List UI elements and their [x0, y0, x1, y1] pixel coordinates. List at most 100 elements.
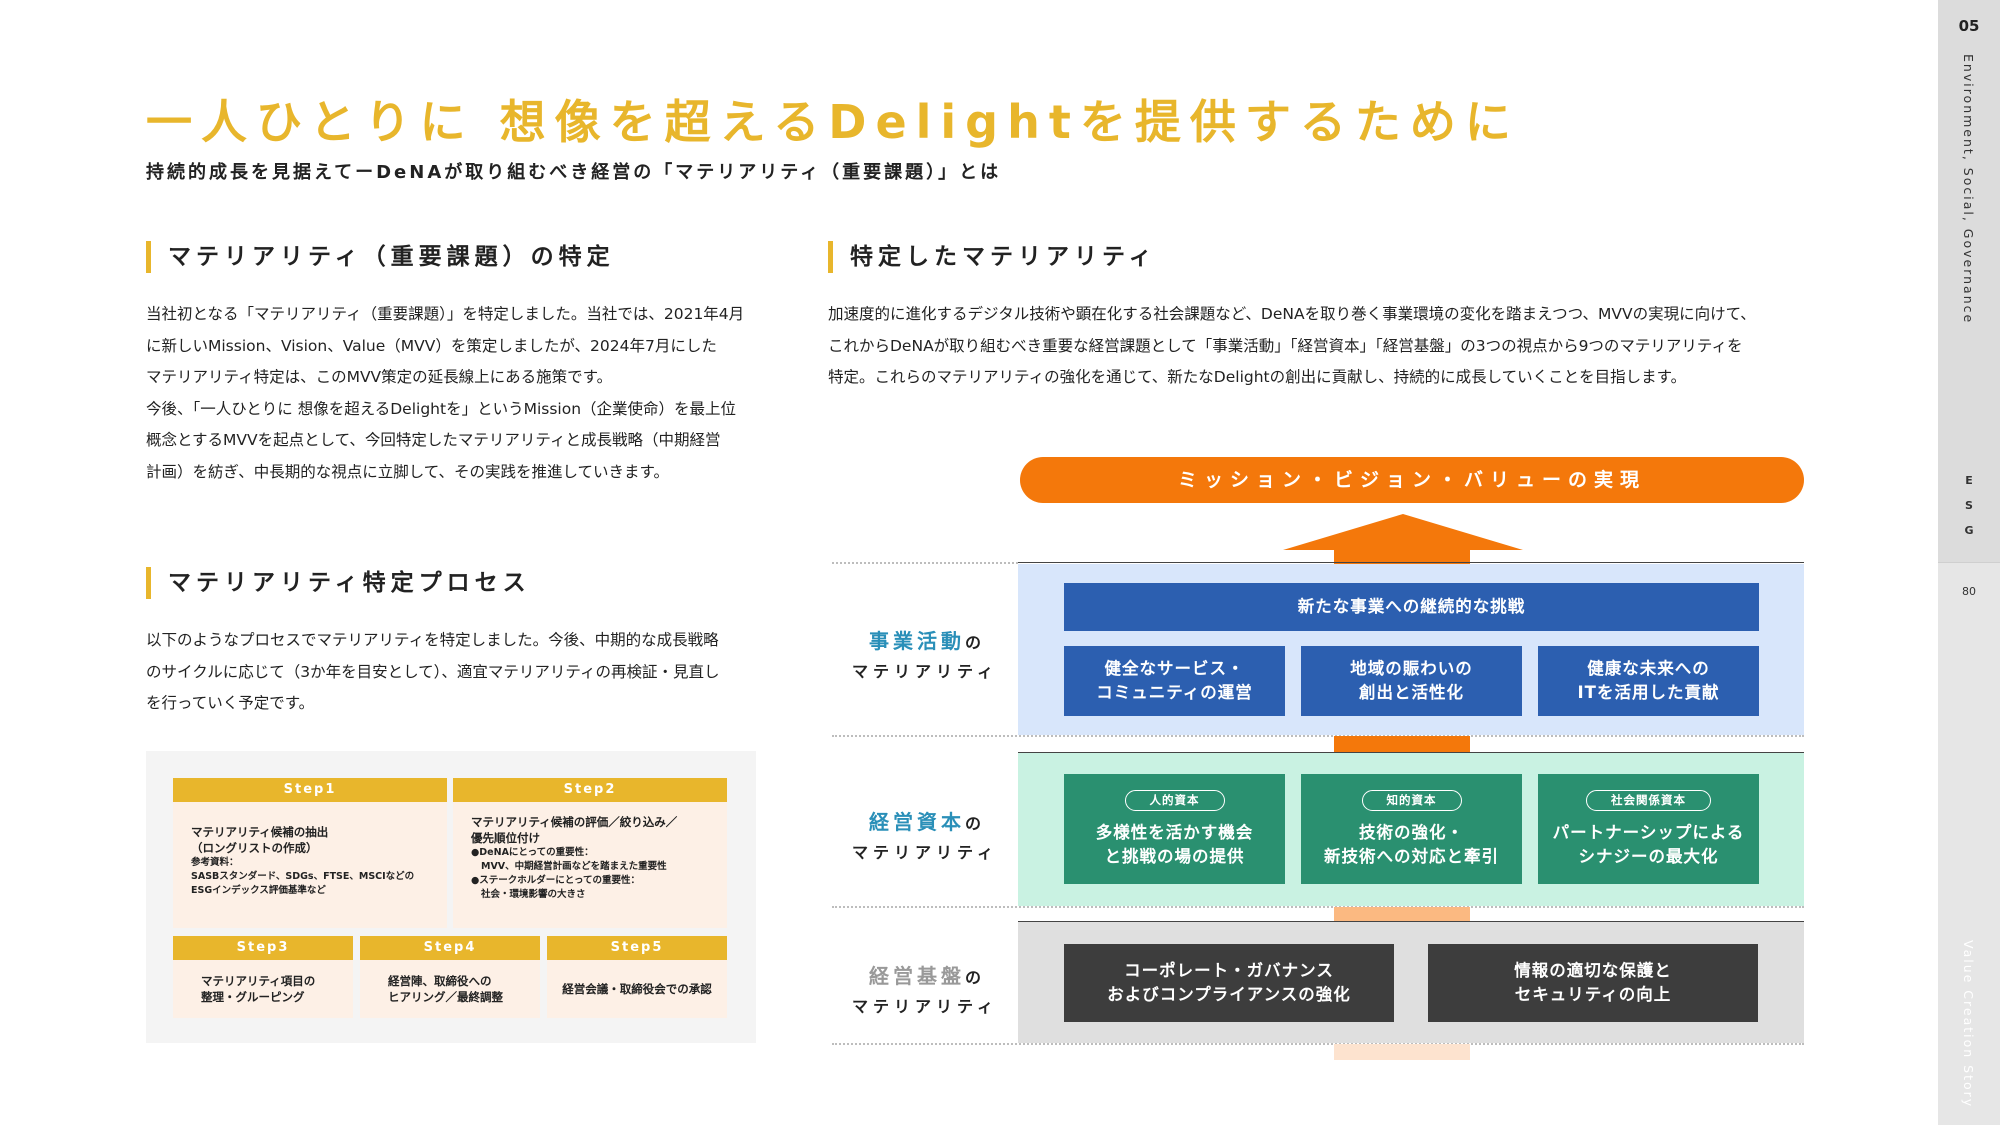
band-label-main: 経営資本 [868, 810, 965, 834]
business-box-3: 健康な未来への ITを活用した貢献 [1538, 646, 1759, 716]
connector-orange [1334, 736, 1470, 752]
capital-box-intellectual: 知的資本 技術の強化・ 新技術への対応と牽引 [1301, 774, 1522, 884]
box-text: パートナーシップによる [1552, 822, 1745, 842]
divider-line [832, 1043, 1804, 1045]
paragraph-line: 特定。これらのマテリアリティの強化を通じて、新たなDelightの創出に貢献し、… [828, 368, 1687, 386]
divider-line [832, 735, 1804, 737]
divider-line [1018, 921, 1804, 922]
capital-tag: 人的資本 [1124, 789, 1225, 811]
step-ref-label: 参考資料： [191, 857, 239, 868]
divider-line [1018, 752, 1804, 753]
sidebar-divider [1938, 562, 2000, 563]
step-label: Step4 [360, 936, 540, 960]
business-box-1: 健全なサービス・ コミュニティの運営 [1064, 646, 1285, 716]
mission-vision-value-bar: ミッション・ビジョン・バリューの実現 [1020, 457, 1804, 503]
step-text: マテリアリティ項目の [201, 974, 316, 988]
paragraph-line: 概念とするMVVを起点として、今回特定したマテリアリティと成長戦略（中期経営 [146, 431, 721, 449]
box-text: 多様性を活かす機会 [1095, 822, 1254, 842]
process-steps-box: Step1 マテリアリティ候補の抽出 （ロングリストの作成） 参考資料： SAS… [146, 751, 756, 1043]
sidebar-esg-g[interactable]: G [1964, 524, 1974, 537]
step-text: 経営会議・取締役会での承認 [562, 982, 712, 996]
step-bullet-detail: 社会・環境影響の大きさ [481, 889, 586, 900]
capital-band-label: 経営資本の マテリアリティ [832, 806, 1018, 863]
process-paragraph: 以下のようなプロセスでマテリアリティを特定しました。今後、中期的な成長戦略 のサ… [146, 625, 766, 720]
band-label-main: 事業活動 [868, 629, 965, 653]
foundation-box-security: 情報の適切な保護と セキュリティの向上 [1428, 944, 1758, 1022]
box-text: 情報の適切な保護と [1514, 961, 1672, 980]
band-label-no: の [964, 633, 981, 652]
connector-light-orange [1334, 907, 1470, 921]
step-5: Step5 経営会議・取締役会での承認 [547, 936, 727, 1018]
paragraph-line: 当社初となる「マテリアリティ（重要課題）」を特定しました。当社では、2021年4… [146, 305, 745, 323]
paragraph-line: 加速度的に進化するデジタル技術や顕在化する社会課題など、DeNAを取り巻く事業環… [828, 305, 1756, 323]
box-text: 創出と活性化 [1359, 683, 1464, 702]
sidebar-bottom-title[interactable]: Value Creation Story [1961, 940, 1976, 1109]
band-label-sub: マテリアリティ [851, 997, 999, 1016]
step-bullet: ●DeNAにとっての重要性： [471, 847, 594, 858]
box-text: コーポレート・ガバナンス [1124, 961, 1334, 980]
up-arrow-head [1283, 514, 1523, 550]
box-text: と挑戦の場の提供 [1104, 846, 1245, 866]
step-body: 経営会議・取締役会での承認 [547, 960, 727, 1018]
step-text: ヒアリング／最終調整 [388, 990, 503, 1004]
band-label-sub: マテリアリティ [851, 662, 999, 681]
sidebar-esg-e[interactable]: E [1965, 474, 1973, 487]
business-band-label: 事業活動の マテリアリティ [832, 625, 1018, 682]
divider-line [832, 562, 1018, 564]
step-ref: ESGインデックス評価基準など [191, 885, 326, 896]
foundation-band-label: 経営基盤の マテリアリティ [832, 960, 1018, 1017]
band-label-no: の [964, 968, 981, 987]
capital-tag: 知的資本 [1361, 789, 1462, 811]
capital-tag: 社会関係資本 [1586, 789, 1711, 811]
box-text: シナジーの最大化 [1578, 846, 1719, 866]
paragraph-line: 計画）を紡ぎ、中長期的な視点に立脚して、その実践を推進していきます。 [146, 462, 669, 481]
step-label: Step2 [453, 778, 727, 802]
band-label-main: 経営基盤 [868, 964, 965, 988]
identification-paragraph: 当社初となる「マテリアリティ（重要課題）」を特定しました。当社では、2021年4… [146, 299, 766, 488]
paragraph-line: 今後、「一人ひとりに 想像を超えるDelightを」というMission（企業使… [146, 399, 737, 418]
box-text: 新たな事業への継続的な挑戦 [1297, 597, 1526, 616]
box-text: 健康な未来への [1587, 659, 1710, 678]
section-heading-identified: 特定したマテリアリティ [828, 241, 1157, 273]
step-body: 経営陣、取締役への ヒアリング／最終調整 [360, 960, 540, 1018]
step-text: 優先順位付け [471, 831, 540, 845]
sidebar-esg-s[interactable]: S [1965, 499, 1973, 512]
box-text: 地域の賑わいの [1350, 659, 1473, 678]
page-number: 05 [1958, 17, 1980, 35]
step-body: マテリアリティ項目の 整理・グルーピング [173, 960, 353, 1018]
sidebar-page-number: 80 [1962, 585, 1976, 598]
step-2: Step2 マテリアリティ候補の評価／絞り込み／ 優先順位付け ●DeNAにとっ… [453, 778, 727, 928]
step-label: Step1 [173, 778, 447, 802]
step-ref: SASBスタンダード、SDGs、FTSE、MSCIなどの [191, 871, 415, 882]
sidebar-top [1938, 0, 2000, 562]
box-text: 技術の強化・ [1359, 822, 1464, 842]
capital-box-human: 人的資本 多様性を活かす機会 と挑戦の場の提供 [1064, 774, 1285, 884]
page-subtitle: 持続的成長を見据えてーDeNAが取り組むべき経営の「マテリアリティ（重要課題）」… [146, 162, 1002, 183]
step-bullet: ●ステークホルダーにとっての重要性： [471, 875, 641, 886]
step-text: 経営陣、取締役への [388, 974, 492, 988]
box-text: 健全なサービス・ [1104, 659, 1245, 678]
box-text: およびコンプライアンスの強化 [1107, 985, 1351, 1004]
step-label: Step3 [173, 936, 353, 960]
paragraph-line: に新しいMission、Vision、Value（MVV）を策定しましたが、20… [146, 336, 717, 355]
step-body: マテリアリティ候補の抽出 （ロングリストの作成） 参考資料： SASBスタンダー… [173, 802, 447, 902]
step-bullet-detail: MVV、中期経営計画などを踏まえた重要性 [481, 861, 667, 872]
page-title: 一人ひとりに 想像を超えるDelightを提供するために [146, 95, 1520, 149]
step-4: Step4 経営陣、取締役への ヒアリング／最終調整 [360, 936, 540, 1018]
up-arrow-stem [1334, 549, 1470, 564]
paragraph-line: 以下のようなプロセスでマテリアリティを特定しました。今後、中期的な成長戦略 [146, 631, 719, 649]
step-label: Step5 [547, 936, 727, 960]
step-text: 整理・グルーピング [201, 990, 305, 1004]
step-1: Step1 マテリアリティ候補の抽出 （ロングリストの作成） 参考資料： SAS… [173, 778, 447, 928]
step-3: Step3 マテリアリティ項目の 整理・グルーピング [173, 936, 353, 1018]
paragraph-line: のサイクルに応じて（3か年を目安として）、適宜マテリアリティの再検証・見直し [146, 662, 720, 681]
sidebar-section-title[interactable]: Environment, Social, Governance [1961, 54, 1976, 325]
divider-line [832, 906, 1804, 908]
identified-paragraph: 加速度的に進化するデジタル技術や顕在化する社会課題など、DeNAを取り巻く事業環… [828, 299, 1928, 394]
step-text: マテリアリティ候補の評価／絞り込み／ [471, 815, 678, 829]
foundation-box-governance: コーポレート・ガバナンス およびコンプライアンスの強化 [1064, 944, 1394, 1022]
band-label-no: の [964, 814, 981, 833]
box-text: コミュニティの運営 [1096, 683, 1253, 702]
paragraph-line: マテリアリティ特定は、このMVV策定の延長線上にある施策です。 [146, 368, 613, 386]
divider-line [1018, 562, 1804, 563]
